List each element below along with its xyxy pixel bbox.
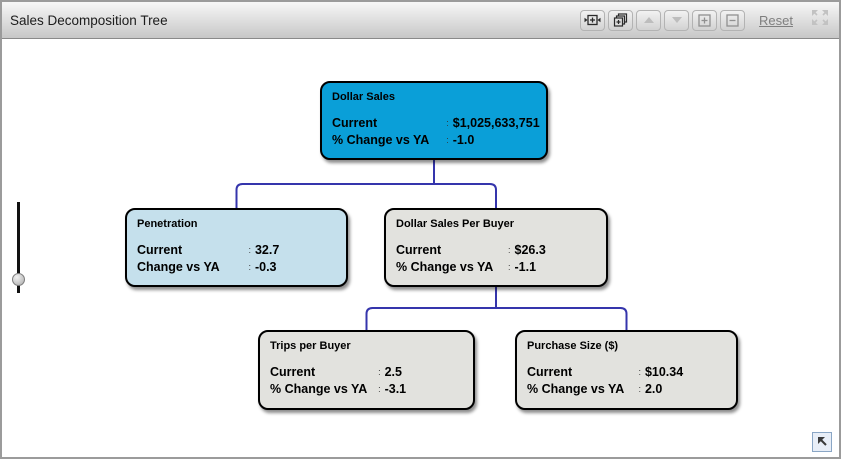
node-row: % Change vs YA :-1.0: [332, 133, 536, 150]
node-rows: Current :$1,025,633,751 % Change vs YA :…: [332, 116, 540, 150]
row-separator: :: [248, 262, 251, 272]
row-value: $10.34: [644, 365, 684, 379]
up-arrow-icon: [643, 16, 655, 24]
tree-node-dollar-sales[interactable]: Dollar Sales Current :$1,025,633,751 % C…: [320, 81, 548, 160]
fit-width-button[interactable]: [580, 9, 606, 31]
row-label: Current: [332, 116, 378, 130]
reset-link[interactable]: Reset: [759, 12, 793, 28]
row-value: $1,025,633,751: [452, 116, 540, 130]
node-rows: Current :32.7 Change vs YA :-0.3: [137, 243, 336, 277]
node-row: % Change vs YA :-3.1: [270, 382, 463, 399]
node-rows: Current :$26.3 % Change vs YA :-1.1: [396, 243, 596, 277]
node-row: Change vs YA :-0.3: [137, 260, 336, 277]
row-label: % Change vs YA: [527, 382, 625, 396]
tree-node-dollar-sales-per-buyer[interactable]: Dollar Sales Per Buyer Current :$26.3 % …: [384, 208, 608, 287]
row-value: 2.0: [644, 382, 663, 396]
slider-track: [17, 202, 20, 293]
row-label: % Change vs YA: [332, 133, 430, 147]
row-value: 2.5: [384, 365, 402, 379]
minus-box-icon: [726, 13, 739, 27]
row-label: Change vs YA: [137, 260, 220, 274]
collapse-up-button[interactable]: [636, 9, 662, 31]
row-label: Current: [137, 243, 183, 257]
row-separator: :: [508, 262, 511, 272]
zoom-slider[interactable]: [10, 202, 26, 297]
row-separator: :: [508, 245, 511, 255]
row-value: 32.7: [254, 243, 280, 257]
node-title: Penetration: [137, 218, 198, 230]
row-value: $26.3: [514, 243, 546, 257]
node-title: Dollar Sales: [332, 91, 395, 103]
node-row: Current :$10.34: [527, 365, 726, 382]
expand-arrows-icon[interactable]: [811, 9, 829, 31]
row-separator: :: [638, 367, 641, 377]
arrow-up-left-icon: [816, 435, 828, 450]
node-rows: Current :2.5 % Change vs YA :-3.1: [270, 365, 463, 399]
node-row: Current :$26.3: [396, 243, 596, 260]
node-title: Trips per Buyer: [270, 340, 351, 352]
down-arrow-icon: [671, 16, 683, 24]
row-separator: :: [378, 367, 381, 377]
row-label: Current: [527, 365, 573, 379]
tree-node-purchase-size[interactable]: Purchase Size ($) Current :$10.34 % Chan…: [515, 330, 738, 410]
tree-node-trips-per-buyer[interactable]: Trips per Buyer Current :2.5 % Change vs…: [258, 330, 475, 410]
window-header: Sales Decomposition Tree: [2, 2, 839, 39]
tree-canvas: Dollar Sales Current :$1,025,633,751 % C…: [2, 39, 839, 457]
row-separator: :: [446, 118, 449, 128]
node-row: Current :32.7: [137, 243, 336, 260]
plus-box-icon: [698, 13, 711, 27]
node-row: Current :$1,025,633,751: [332, 116, 540, 133]
toolbar-button-group: [580, 9, 746, 31]
node-rows: Current :$10.34 % Change vs YA :2.0: [527, 365, 726, 399]
zoom-in-button[interactable]: [692, 9, 718, 31]
node-row: % Change vs YA :-1.1: [396, 260, 596, 277]
row-separator: :: [378, 384, 381, 394]
node-row: Current :2.5: [270, 365, 463, 382]
node-title: Dollar Sales Per Buyer: [396, 218, 515, 230]
row-value: -3.1: [384, 382, 407, 396]
slider-thumb[interactable]: [12, 273, 25, 286]
row-value: -1.1: [514, 260, 537, 274]
header-toolbar: Reset: [580, 2, 833, 38]
zoom-out-button[interactable]: [720, 9, 746, 31]
row-separator: :: [638, 384, 641, 394]
row-separator: :: [446, 135, 449, 145]
page-title: Sales Decomposition Tree: [10, 12, 168, 28]
fit-width-icon: [584, 14, 601, 27]
expand-down-button[interactable]: [664, 9, 690, 31]
row-label: % Change vs YA: [270, 382, 368, 396]
tree-node-penetration[interactable]: Penetration Current :32.7 Change vs YA :…: [125, 208, 348, 287]
row-separator: :: [248, 245, 251, 255]
node-row: % Change vs YA :2.0: [527, 382, 726, 399]
row-label: Current: [270, 365, 316, 379]
row-label: % Change vs YA: [396, 260, 494, 274]
row-value: -1.0: [452, 133, 475, 147]
cascade-windows-icon: [613, 13, 628, 27]
pan-origin-button[interactable]: [812, 432, 832, 452]
row-label: Current: [396, 243, 442, 257]
row-value: -0.3: [254, 260, 277, 274]
cascade-windows-button[interactable]: [608, 9, 634, 31]
node-title: Purchase Size ($): [527, 340, 619, 352]
